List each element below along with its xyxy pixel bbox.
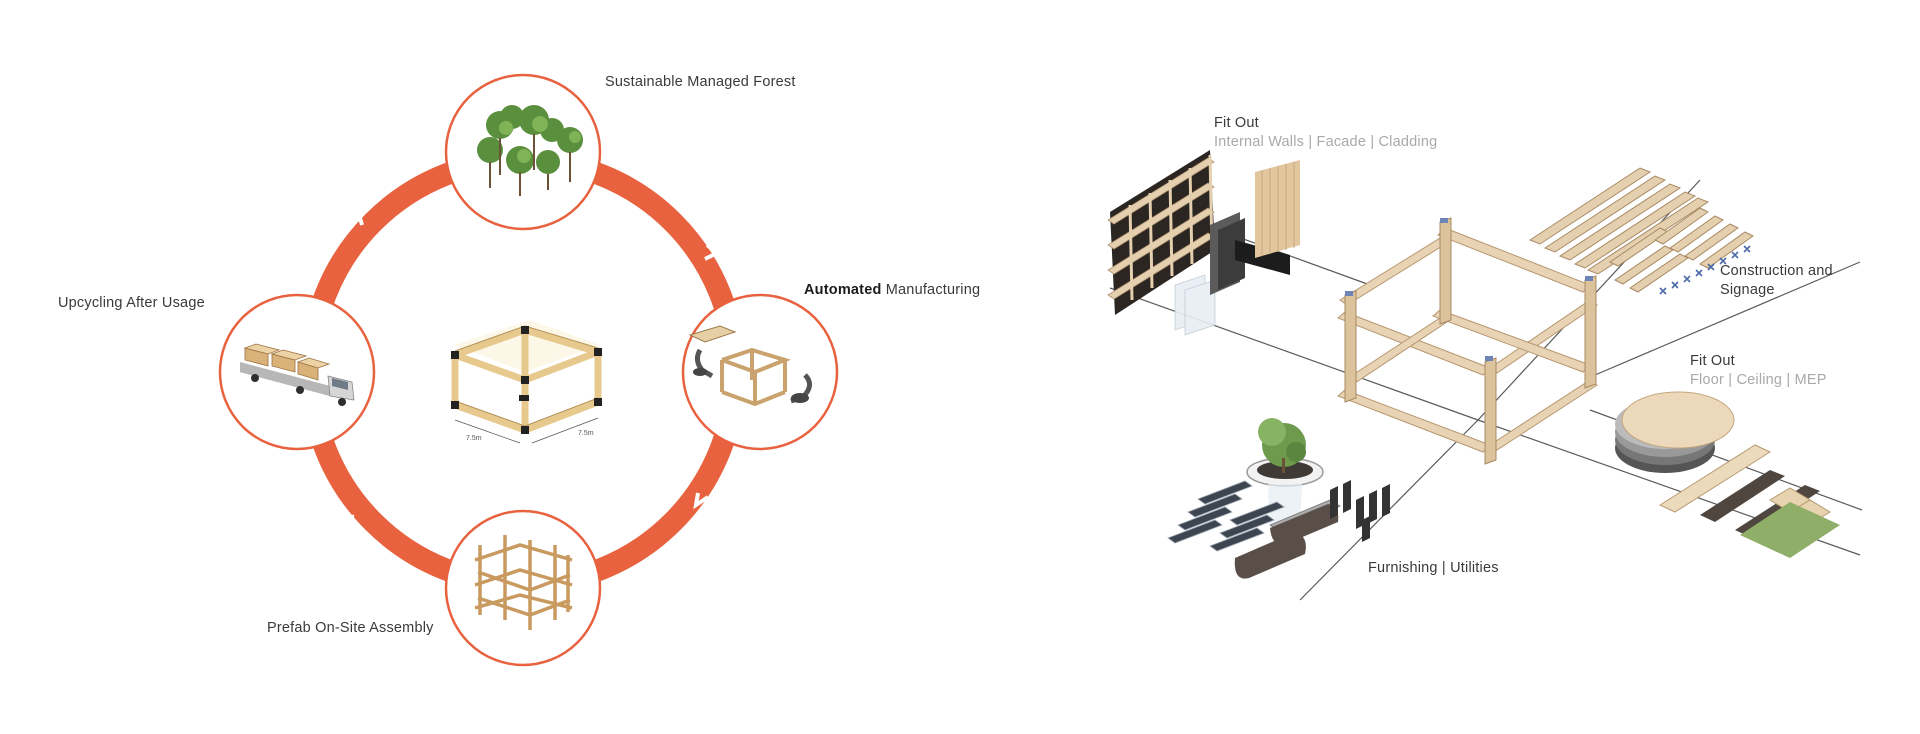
label-fitout-walls-title: Fit Out bbox=[1214, 115, 1259, 131]
label-construction-line1: Construction and bbox=[1720, 263, 1833, 279]
label-construction: Construction and Signage bbox=[1720, 262, 1833, 300]
planter-tree-icon bbox=[1246, 418, 1324, 530]
trees-icon bbox=[477, 105, 583, 196]
floor-ceiling-panels bbox=[1615, 391, 1840, 558]
label-forest: Sustainable Managed Forest bbox=[605, 74, 796, 90]
connectors-row bbox=[1659, 245, 1751, 295]
label-fitout-floor-title: Fit Out bbox=[1690, 353, 1735, 369]
timber-module-icon bbox=[450, 320, 603, 444]
label-fitout-floor-sub: Floor | Ceiling | MEP bbox=[1690, 372, 1827, 388]
label-fitout-walls: Fit Out Internal Walls | Facade | Claddi… bbox=[1214, 114, 1437, 152]
label-furnishing: Furnishing | Utilities bbox=[1368, 560, 1499, 576]
timber-frame-icon bbox=[474, 535, 573, 630]
kit-diagram bbox=[1107, 150, 1863, 601]
beam-stack bbox=[1528, 167, 1754, 293]
shelving-unit bbox=[1107, 150, 1215, 315]
label-forest-text: Sustainable Managed Forest bbox=[605, 74, 796, 90]
label-assembly: Prefab On-Site Assembly bbox=[267, 620, 434, 636]
desk-units bbox=[1234, 499, 1341, 579]
node-forest bbox=[444, 73, 602, 231]
label-furnishing-text: Furnishing | Utilities bbox=[1368, 560, 1499, 576]
label-upcycling: Upcycling After Usage bbox=[58, 295, 205, 311]
solar-panels bbox=[1167, 480, 1285, 552]
label-manufacturing-bold: Automated bbox=[804, 282, 882, 298]
node-upcycling bbox=[218, 293, 376, 451]
label-fitout-walls-sub: Internal Walls | Facade | Cladding bbox=[1214, 134, 1438, 150]
label-fitout-floor: Fit Out Floor | Ceiling | MEP bbox=[1690, 352, 1827, 390]
panel-dividers bbox=[1330, 480, 1390, 542]
node-manufacturing bbox=[681, 293, 839, 451]
label-assembly-text: Prefab On-Site Assembly bbox=[267, 620, 434, 636]
truck-icon bbox=[240, 343, 355, 406]
cladding-panels bbox=[1210, 160, 1300, 295]
label-construction-line2: Signage bbox=[1720, 282, 1775, 298]
dim-label-b: 7.5m bbox=[578, 430, 594, 437]
timber-frame bbox=[1337, 217, 1598, 465]
label-manufacturing-rest: Manufacturing bbox=[881, 282, 981, 298]
robot-arm-icon bbox=[688, 325, 812, 407]
label-manufacturing: Automated Manufacturing bbox=[804, 282, 980, 298]
label-upcycling-text: Upcycling After Usage bbox=[58, 295, 205, 311]
glass-panels bbox=[1174, 274, 1216, 336]
dim-label-a: 7.5m bbox=[466, 435, 482, 442]
node-assembly bbox=[444, 509, 602, 667]
